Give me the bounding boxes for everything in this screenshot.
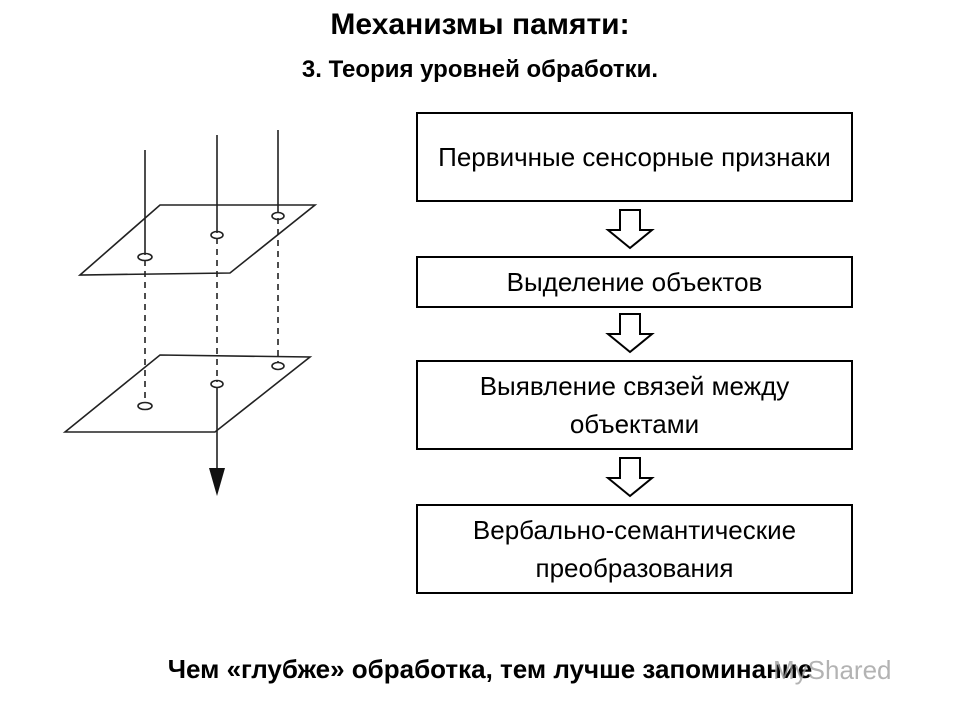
step-primary-sensory: Первичные сенсорные признаки	[416, 112, 853, 202]
step-verbal-semantic: Вербально-семантические преобразования	[416, 504, 853, 594]
levels-illustration	[62, 130, 318, 496]
conclusion-text: Чем «глубже» обработка, тем лучше запоми…	[167, 654, 813, 684]
page-title: Механизмы памяти:	[330, 8, 630, 41]
step-relations: Выявление связей между объектами	[416, 360, 853, 450]
down-arrow-icon	[605, 313, 655, 354]
upper-plane	[77, 204, 318, 276]
watermark: MyShared	[773, 655, 892, 685]
down-arrow-icon	[605, 209, 655, 250]
page-subtitle: 3. Теория уровней обработки.	[301, 56, 659, 83]
down-arrowhead	[209, 468, 225, 496]
step-object-selection: Выделение объектов	[416, 256, 853, 308]
down-arrow-icon	[605, 457, 655, 498]
lower-plane	[62, 354, 313, 433]
